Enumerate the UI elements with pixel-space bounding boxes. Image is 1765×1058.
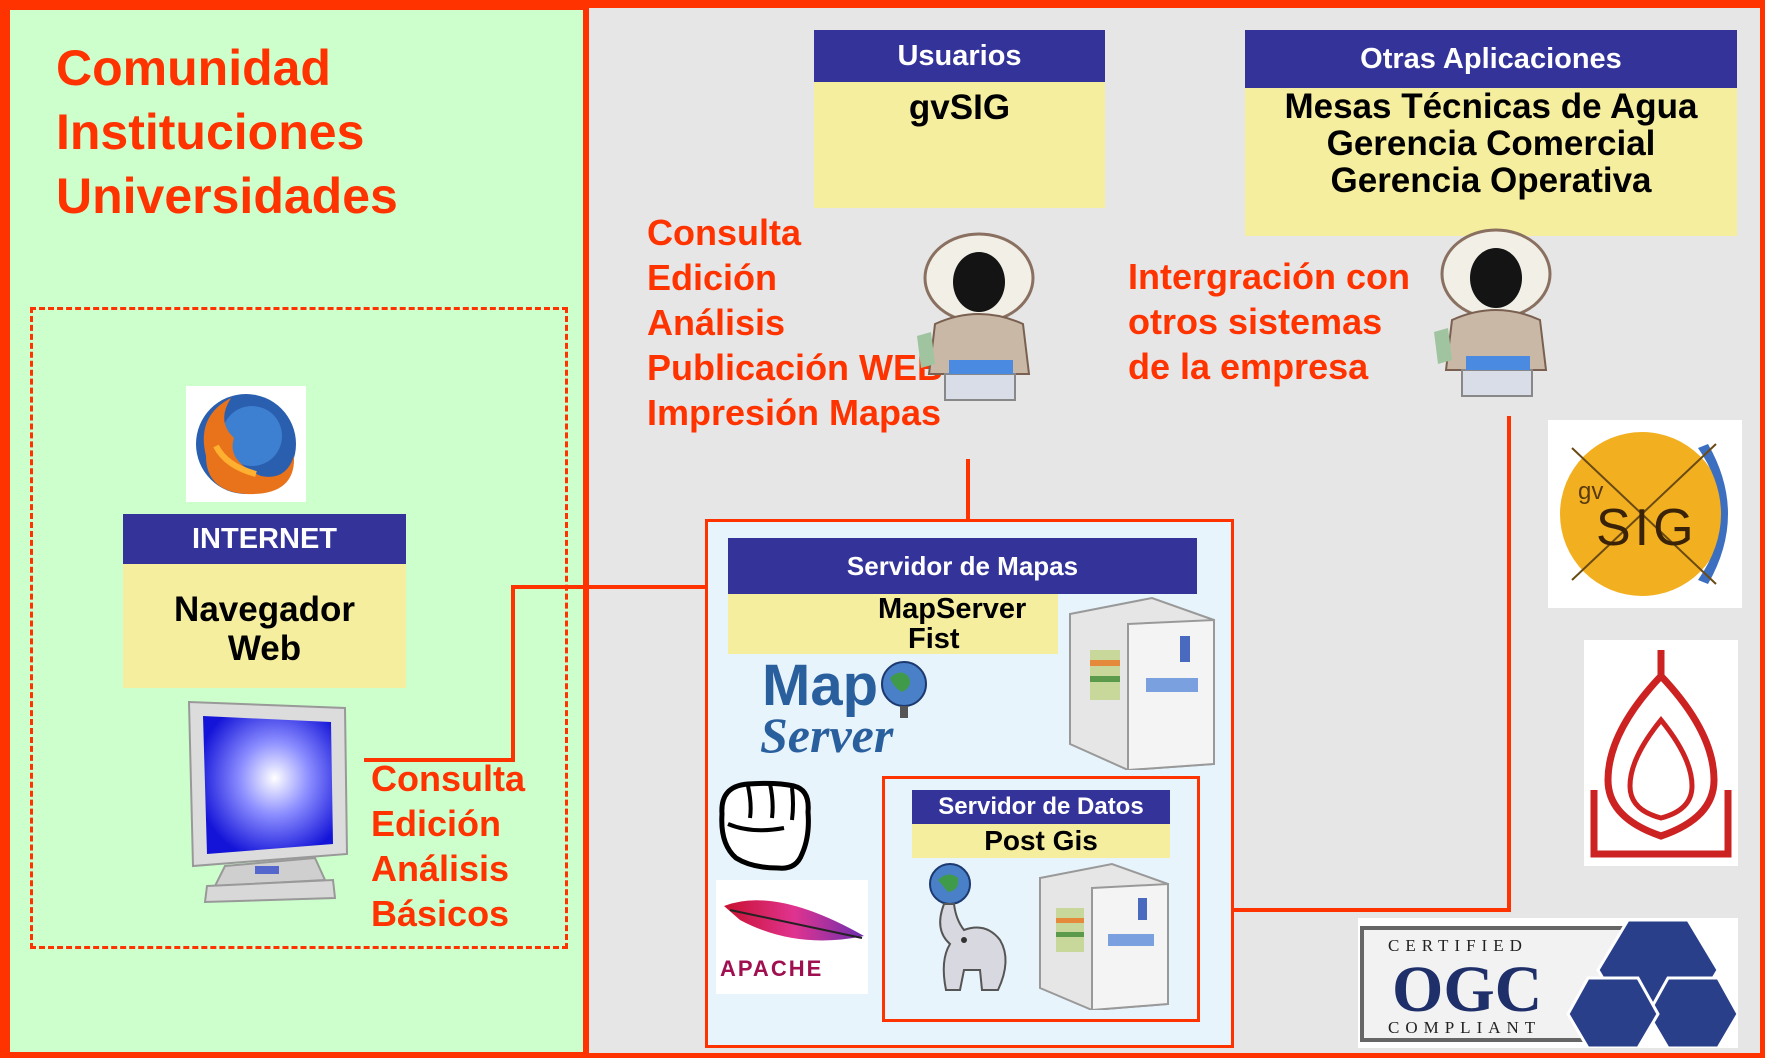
map-server-icon bbox=[1062, 594, 1222, 772]
community-line: Instituciones bbox=[56, 104, 365, 160]
data-server-header: Servidor de Datos bbox=[912, 790, 1170, 824]
browser-line: Web bbox=[227, 629, 302, 668]
action-label: Básicos bbox=[371, 893, 510, 934]
usuarios-body: gvSIG bbox=[814, 82, 1105, 208]
client-actions: Consulta Edición Análisis Básicos bbox=[371, 756, 525, 936]
community-line: Comunidad bbox=[56, 40, 331, 96]
mapserver-logo-line2: Server bbox=[760, 707, 894, 763]
apps-workstation-icon bbox=[1422, 220, 1568, 406]
action-label: Edición bbox=[371, 803, 502, 844]
action-label: Análisis bbox=[647, 302, 786, 343]
data-server-zone bbox=[882, 776, 1200, 1022]
connector-line bbox=[1175, 908, 1511, 912]
apache-logo: APACHE bbox=[716, 880, 868, 994]
application-item: Gerencia Operativa bbox=[1330, 161, 1652, 200]
fist-icon bbox=[712, 774, 816, 874]
data-server-body: Post Gis bbox=[912, 824, 1170, 858]
application-item: Gerencia Comercial bbox=[1326, 124, 1656, 163]
connector-line bbox=[364, 758, 515, 762]
action-label: Consulta bbox=[371, 758, 526, 799]
internet-body: Navegador Web bbox=[123, 564, 406, 688]
usuarios-header: Usuarios bbox=[814, 30, 1105, 82]
internet-header: INTERNET bbox=[123, 514, 406, 564]
browser-line: Navegador bbox=[174, 590, 355, 629]
integration-line: de la empresa bbox=[1128, 346, 1369, 387]
integration-text: Intergración con otros sistemas de la em… bbox=[1128, 254, 1410, 389]
map-server-line: Fist bbox=[908, 623, 960, 655]
application-item: Mesas Técnicas de Agua bbox=[1284, 87, 1698, 126]
monitor-icon bbox=[185, 694, 355, 904]
action-label: Publicación WEB bbox=[647, 347, 944, 388]
otras-header: Otras Aplicaciones bbox=[1245, 30, 1737, 88]
connector-line bbox=[511, 585, 729, 589]
client-zone bbox=[30, 307, 568, 949]
gvsig-logo: gv SIG bbox=[1548, 420, 1742, 608]
connector-line bbox=[511, 585, 515, 762]
action-label: Análisis bbox=[371, 848, 510, 889]
user-actions: Consulta Edición Análisis Publicación WE… bbox=[647, 210, 943, 435]
data-server-icon bbox=[1034, 862, 1174, 1012]
postgis-elephant-icon bbox=[920, 860, 1016, 1000]
connector-line bbox=[1507, 416, 1511, 912]
map-server-line: MapServer bbox=[878, 593, 1027, 625]
gvsig-logo-small-text: gv bbox=[1578, 478, 1604, 505]
action-label: Edición bbox=[647, 257, 778, 298]
integration-line: otros sistemas bbox=[1128, 301, 1383, 342]
firefox-icon bbox=[186, 386, 306, 502]
ogc-certified-logo: CERTIFIED OGC COMPLIANT bbox=[1358, 918, 1738, 1048]
gvsig-logo-big-text: SIG bbox=[1596, 499, 1698, 557]
ogc-mid-text: OGC bbox=[1392, 953, 1543, 1026]
apache-logo-text: APACHE bbox=[720, 956, 824, 981]
otras-body: Mesas Técnicas de Agua Gerencia Comercia… bbox=[1245, 88, 1737, 236]
integration-line: Intergración con bbox=[1128, 256, 1411, 297]
action-label: Impresión Mapas bbox=[647, 392, 942, 433]
mapserver-logo: Map Server bbox=[756, 652, 934, 763]
user-workstation-icon bbox=[905, 224, 1051, 410]
ogc-top-text: CERTIFIED bbox=[1388, 936, 1528, 955]
water-company-logo bbox=[1584, 640, 1738, 866]
ogc-bottom-text: COMPLIANT bbox=[1388, 1018, 1542, 1037]
mapserver-logo-line1: Map bbox=[762, 653, 878, 718]
community-title: Comunidad Instituciones Universidades bbox=[56, 36, 398, 228]
connector-line bbox=[966, 459, 970, 537]
community-line: Universidades bbox=[56, 168, 398, 224]
map-server-body: MapServer Fist bbox=[728, 594, 1058, 654]
map-server-header: Servidor de Mapas bbox=[728, 538, 1197, 594]
action-label: Consulta bbox=[647, 212, 802, 253]
